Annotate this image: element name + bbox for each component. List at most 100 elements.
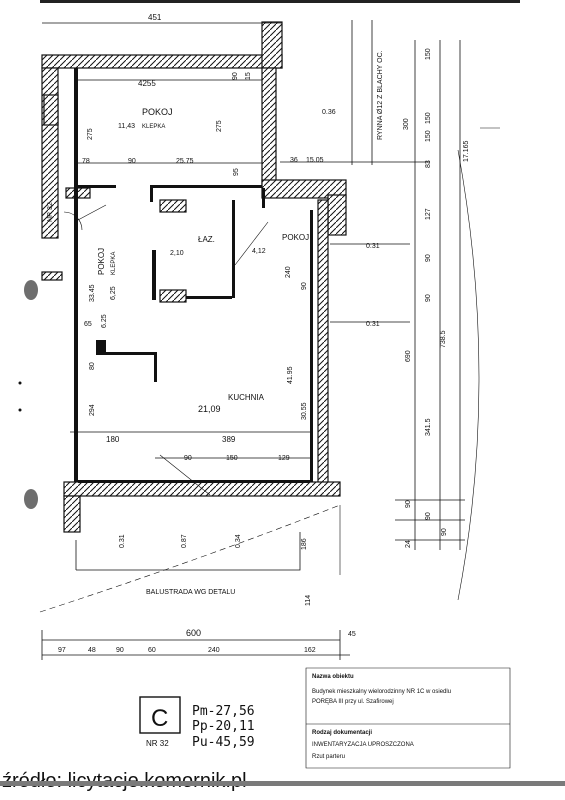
svg-text:180: 180 bbox=[106, 435, 120, 444]
svg-text:17.165: 17.165 bbox=[463, 140, 470, 162]
door-swings bbox=[63, 204, 269, 496]
svg-text:300: 300 bbox=[403, 118, 410, 130]
svg-text:90: 90 bbox=[232, 72, 239, 80]
svg-text:150: 150 bbox=[226, 455, 238, 462]
svg-text:150: 150 bbox=[425, 130, 432, 142]
svg-text:275: 275 bbox=[87, 128, 94, 140]
svg-text:INWENTARYZACJA UPROSZCZONA: INWENTARYZACJA UPROSZCZONA bbox=[312, 742, 414, 748]
svg-text:451: 451 bbox=[148, 13, 162, 22]
svg-text:Rzut parteru: Rzut parteru bbox=[312, 754, 345, 760]
sheet-letter: C bbox=[151, 705, 168, 732]
svg-text:41.95: 41.95 bbox=[287, 366, 294, 384]
svg-text:ŁAZ.: ŁAZ. bbox=[198, 235, 215, 244]
punch-hole-icon bbox=[24, 489, 38, 509]
svg-text:4255: 4255 bbox=[138, 79, 156, 88]
svg-text:97: 97 bbox=[58, 647, 66, 654]
area-pp: Pp-20,11 bbox=[192, 719, 255, 734]
svg-text:240: 240 bbox=[208, 647, 220, 654]
svg-text:90: 90 bbox=[116, 647, 124, 654]
svg-text:738.5: 738.5 bbox=[440, 330, 447, 348]
svg-text:127: 127 bbox=[425, 208, 432, 220]
rynna-label: RYNNA Ø12 Z BLACHY OC. bbox=[377, 50, 384, 140]
svg-text:0.31: 0.31 bbox=[366, 321, 380, 328]
interior-walls bbox=[74, 68, 313, 483]
svg-text:KLEPKA: KLEPKA bbox=[111, 252, 117, 275]
svg-text:90: 90 bbox=[405, 500, 412, 508]
svg-text:80: 80 bbox=[89, 362, 96, 370]
svg-text:78: 78 bbox=[82, 158, 90, 165]
punch-hole-icon bbox=[24, 280, 38, 300]
svg-text:114: 114 bbox=[305, 595, 312, 606]
svg-text:90: 90 bbox=[425, 294, 432, 302]
svg-text:150: 150 bbox=[425, 112, 432, 124]
svg-text:129: 129 bbox=[278, 455, 290, 462]
svg-text:30.55: 30.55 bbox=[301, 402, 308, 420]
area-pm: Pm-27,56 bbox=[192, 704, 255, 719]
svg-text:POKOJ: POKOJ bbox=[97, 248, 106, 275]
svg-text:162: 162 bbox=[304, 647, 316, 654]
svg-text:48: 48 bbox=[88, 647, 96, 654]
walls bbox=[41, 21, 347, 533]
svg-text:4,12: 4,12 bbox=[252, 248, 266, 255]
svg-text:90: 90 bbox=[128, 158, 136, 165]
svg-text:POKOJ: POKOJ bbox=[142, 107, 173, 117]
svg-text:POKOJ: POKOJ bbox=[282, 233, 309, 242]
svg-text:90: 90 bbox=[425, 512, 432, 520]
svg-text:24: 24 bbox=[405, 540, 412, 548]
right-dimension-chain bbox=[280, 20, 500, 601]
svg-text:PORĘBA III przy ul. Szafirowej: PORĘBA III przy ul. Szafirowej bbox=[312, 699, 394, 705]
svg-text:33.45: 33.45 bbox=[89, 284, 96, 302]
balustrada-label: BALUSTRADA WG DETALU bbox=[146, 589, 235, 596]
balcony bbox=[39, 504, 341, 613]
svg-text:Nazwa obiektu: Nazwa obiektu bbox=[312, 674, 354, 680]
area-pu: Pu-45,59 bbox=[192, 735, 255, 750]
svg-text:Rodzaj dokumentacji: Rodzaj dokumentacji bbox=[312, 730, 372, 736]
svg-text:0.31: 0.31 bbox=[366, 243, 380, 250]
svg-text:0.34: 0.34 bbox=[235, 534, 242, 548]
svg-text:11,43: 11,43 bbox=[118, 123, 135, 130]
dimension-text: 451 4255 90 15 150 0.36 300 150 275 275 … bbox=[58, 13, 470, 654]
svg-text:690: 690 bbox=[405, 350, 412, 362]
svg-text:95: 95 bbox=[233, 168, 240, 176]
svg-text:0.87: 0.87 bbox=[181, 534, 188, 548]
svg-text:15: 15 bbox=[245, 72, 252, 80]
svg-text:150: 150 bbox=[425, 48, 432, 60]
svg-text:KLEPKA: KLEPKA bbox=[142, 124, 165, 130]
svg-text:294: 294 bbox=[89, 404, 96, 416]
svg-text:0.36: 0.36 bbox=[322, 109, 336, 116]
room-label-kuchnia: KUCHNIA 21,09 bbox=[198, 393, 265, 414]
bottom-dimension-lines bbox=[41, 22, 350, 660]
svg-text:15.05: 15.05 bbox=[306, 157, 324, 164]
scan-top-edge bbox=[40, 0, 520, 3]
svg-text:60: 60 bbox=[148, 647, 156, 654]
svg-text:389: 389 bbox=[222, 435, 236, 444]
svg-text:45: 45 bbox=[348, 631, 356, 638]
svg-text:275: 275 bbox=[216, 120, 223, 132]
room-label-laz: ŁAZ. 2,10 bbox=[170, 235, 215, 257]
nr32-side-label: NR 32 bbox=[47, 202, 54, 222]
svg-text:186: 186 bbox=[301, 538, 308, 550]
svg-text:Budynek mieszkalny wielorodzin: Budynek mieszkalny wielorodzinny NR 1C w… bbox=[312, 689, 451, 695]
title-block: C NR 32 Pm-27,56 Pp-20,11 Pu-45,59 Nazwa… bbox=[139, 667, 511, 769]
svg-text:0.31: 0.31 bbox=[119, 534, 126, 548]
svg-text:2,10: 2,10 bbox=[170, 250, 184, 257]
room-label-pokoj-top: POKOJ 11,43 KLEPKA bbox=[118, 107, 173, 130]
svg-text:240: 240 bbox=[285, 266, 292, 278]
svg-text:65: 65 bbox=[84, 321, 92, 328]
svg-text:6.25: 6.25 bbox=[101, 314, 108, 328]
svg-text:25.75: 25.75 bbox=[176, 158, 194, 165]
svg-text:600: 600 bbox=[186, 628, 201, 638]
svg-text:341.5: 341.5 bbox=[425, 418, 432, 436]
svg-text:KUCHNIA: KUCHNIA bbox=[228, 393, 265, 402]
sheet-number: NR 32 bbox=[146, 739, 169, 748]
svg-text:21,09: 21,09 bbox=[198, 404, 221, 414]
svg-text:83: 83 bbox=[425, 160, 432, 168]
svg-text:90: 90 bbox=[301, 282, 308, 290]
room-label-pokoj-mid: POKOJ 4,12 bbox=[252, 233, 309, 255]
svg-text:6,25: 6,25 bbox=[110, 286, 117, 300]
svg-text:90: 90 bbox=[184, 455, 192, 462]
bottom-band bbox=[0, 781, 565, 786]
svg-text:36: 36 bbox=[290, 157, 298, 164]
svg-text:90: 90 bbox=[425, 254, 432, 262]
